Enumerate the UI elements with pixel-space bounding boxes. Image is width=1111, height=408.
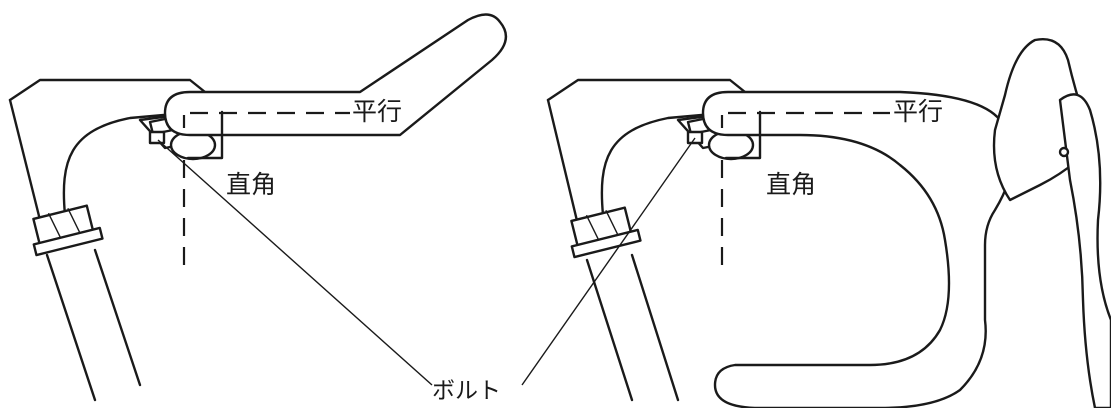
left-parallel-label: 平行	[352, 97, 402, 126]
right-frame-down-line	[546, 98, 580, 227]
left-panel-bar-only: 平行 直角	[8, 13, 508, 402]
left-fork-leg-front	[45, 253, 97, 402]
right-fork-leg-back	[630, 253, 680, 402]
right-frame-inner-line	[600, 112, 715, 217]
left-parallel-dashline	[182, 111, 350, 128]
left-headset-nut	[32, 204, 104, 257]
right-brake-lever-blade	[1058, 93, 1111, 408]
left-frame-down-line	[8, 98, 42, 222]
bolt-leader-right	[521, 137, 696, 386]
left-fork-leg-back	[93, 248, 142, 387]
right-lever-pivot-dot	[1058, 146, 1070, 158]
right-fork-leg-front	[585, 258, 634, 402]
right-headset-nut	[570, 206, 642, 259]
right-parallel-dashline	[720, 111, 890, 128]
left-right-angle-label: 直角	[226, 170, 276, 199]
right-frame-outer-line	[546, 78, 747, 102]
bolt-leader-left	[157, 139, 433, 386]
right-parallel-label: 平行	[893, 97, 943, 126]
right-right-angle-bracket	[724, 110, 762, 160]
right-right-angle-label: 直角	[766, 170, 816, 199]
left-right-angle-bracket	[186, 110, 224, 160]
bolt-callout: ボルト	[157, 137, 696, 404]
right-drop-handlebar	[701, 90, 1015, 408]
right-panel-drop-bar: 平行 直角	[546, 38, 1111, 408]
left-frame-inner-line	[62, 112, 177, 217]
left-frame-outer-line	[8, 78, 207, 102]
left-handlebar	[163, 13, 508, 137]
bolt-label: ボルト	[432, 378, 501, 404]
